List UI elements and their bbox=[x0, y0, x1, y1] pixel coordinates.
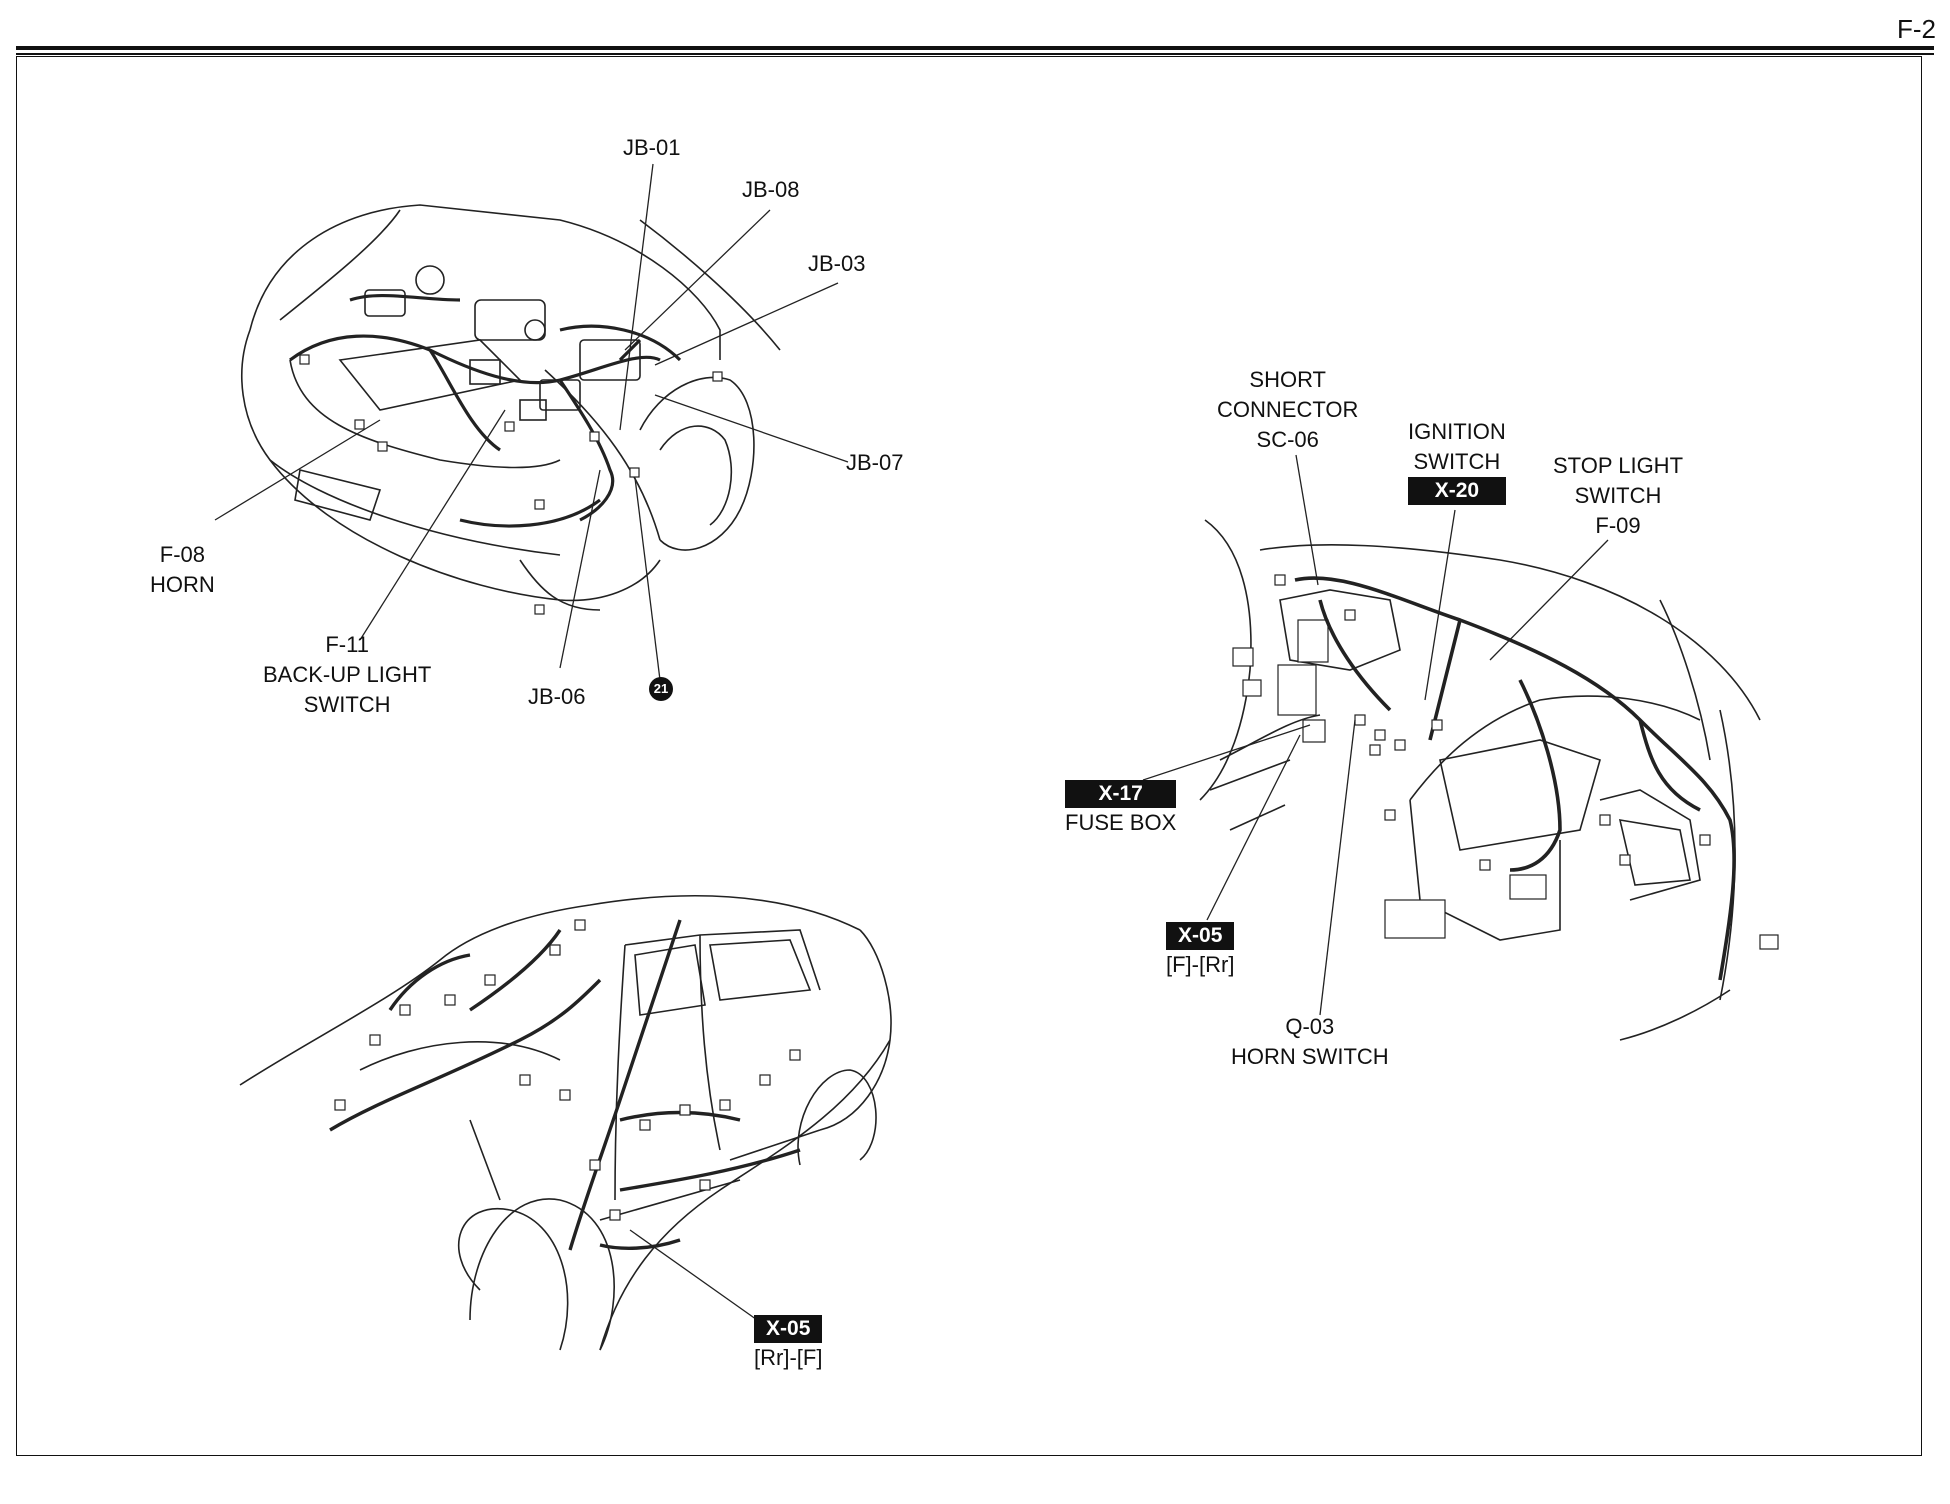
label-x05-f-rr: X-05 [F]-[Rr] bbox=[1166, 922, 1235, 977]
dash-outline bbox=[1199, 519, 1761, 1041]
label-fuse-box-x17: X-17 FUSE BOX bbox=[1065, 780, 1177, 835]
body-harness bbox=[329, 919, 801, 1251]
engine-bay-harness bbox=[289, 293, 682, 528]
label-jb03: JB-03 bbox=[808, 251, 866, 276]
badge-x20: X-20 bbox=[1408, 477, 1506, 505]
badge-x17: X-17 bbox=[1065, 780, 1177, 808]
header-rule bbox=[16, 46, 1934, 50]
badge-x05-front: X-05 bbox=[1166, 922, 1235, 950]
body-connectors bbox=[334, 919, 801, 1221]
label-x05-rr-f: X-05 [Rr]-[F] bbox=[754, 1315, 823, 1370]
body-car-outline bbox=[239, 895, 892, 1351]
label-ignition-switch: IGNITION SWITCH X-20 bbox=[1408, 417, 1506, 505]
badge-x05-rear: X-05 bbox=[754, 1315, 823, 1343]
engine-bay-components bbox=[338, 265, 641, 421]
label-short-connector-sc06: SHORT CONNECTOR SC-06 bbox=[1217, 367, 1359, 452]
label-jb06: JB-06 bbox=[528, 684, 586, 709]
label-f11-backup-light-switch: F-11 BACK-UP LIGHT SWITCH bbox=[263, 632, 432, 717]
label-f08-horn: F-08 HORN bbox=[150, 542, 215, 597]
label-jb08: JB-08 bbox=[742, 177, 800, 202]
dash-harness bbox=[1294, 576, 1736, 981]
label-jb07: JB-07 bbox=[846, 450, 904, 475]
dash-modules bbox=[1232, 619, 1779, 950]
engine-bay-connectors bbox=[299, 354, 723, 615]
dash-connectors bbox=[1274, 574, 1711, 871]
dash-leader-lines bbox=[1142, 454, 1609, 1016]
page-number: F-2 bbox=[1897, 14, 1936, 44]
engine-bay-car-outline bbox=[241, 204, 781, 611]
diagram-frame bbox=[16, 56, 1922, 1456]
label-stop-light-switch: STOP LIGHT SWITCH F-09 bbox=[1553, 453, 1684, 538]
label-jb01: JB-01 bbox=[623, 135, 681, 160]
label-horn-switch-q03: Q-03 HORN SWITCH bbox=[1231, 1014, 1389, 1069]
header-rule-thin bbox=[16, 53, 1934, 55]
engine-bay-leader-lines bbox=[214, 163, 849, 681]
body-leader-lines bbox=[629, 1229, 761, 1323]
ground-point-marker: 21 bbox=[649, 677, 673, 701]
